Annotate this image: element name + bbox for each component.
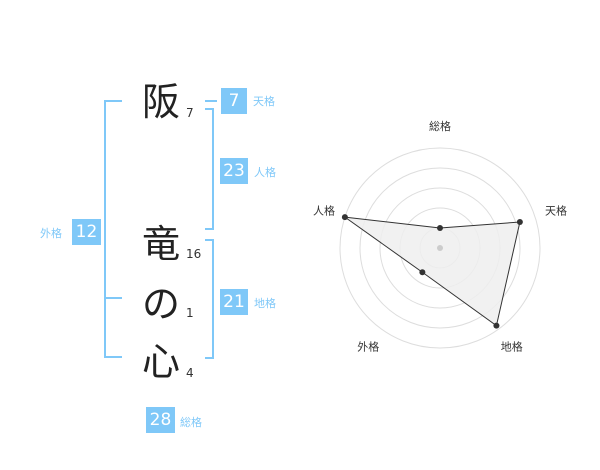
- jinkaku-value: 23: [220, 158, 248, 184]
- chikaku-label: 地格: [254, 297, 276, 310]
- radar-point: [516, 219, 523, 226]
- radar-center-dot: [437, 245, 443, 251]
- radar-point: [341, 214, 348, 221]
- gaikaku-value: 12: [72, 219, 101, 245]
- tenkaku-connector: [205, 100, 217, 102]
- gaikaku-bracket-vertical: [104, 100, 106, 358]
- radar-axis-label: 人格: [313, 203, 335, 217]
- stroke-count-3: 1: [186, 306, 194, 320]
- radar-ring: [339, 147, 541, 349]
- radar-axis-label: 天格: [545, 203, 567, 217]
- radar-polygon: [344, 216, 521, 327]
- gaikaku-bracket-top: [104, 100, 122, 102]
- soukaku-label: 総格: [180, 416, 202, 429]
- radar-axis-label: 地格: [501, 340, 523, 354]
- name-char-3: の: [141, 282, 180, 326]
- radar-axis-label: 総格: [429, 119, 451, 133]
- radar-ring: [359, 167, 521, 329]
- chikaku-bracket-top: [205, 239, 214, 241]
- name-char-2: 竜: [141, 222, 180, 266]
- chikaku-bracket-bottom: [205, 357, 214, 359]
- gaikaku-bracket-mid: [104, 297, 122, 299]
- name-char-1: 阪: [141, 80, 180, 124]
- stroke-count-4: 4: [186, 366, 194, 380]
- radar-axis-label: 外格: [357, 340, 379, 354]
- gaikaku-label: 外格: [40, 227, 62, 240]
- radar-points: [341, 214, 523, 329]
- chikaku-value: 21: [220, 289, 248, 315]
- jinkaku-bracket-vertical: [212, 108, 214, 230]
- tenkaku-value: 7: [221, 88, 247, 114]
- chikaku-bracket-vertical: [212, 239, 214, 359]
- radar-point: [493, 322, 500, 329]
- radar-point: [437, 225, 443, 231]
- jinkaku-bracket-top: [205, 108, 214, 110]
- soukaku-value: 28: [146, 407, 175, 433]
- tenkaku-label: 天格: [253, 95, 275, 108]
- jinkaku-label: 人格: [254, 166, 276, 179]
- gaikaku-bracket-bottom: [104, 356, 122, 358]
- name-char-4: 心: [141, 340, 180, 384]
- stroke-count-2: 16: [186, 247, 202, 261]
- radar-point: [419, 269, 426, 276]
- stroke-count-1: 7: [186, 106, 194, 120]
- jinkaku-bracket-bottom: [205, 228, 214, 230]
